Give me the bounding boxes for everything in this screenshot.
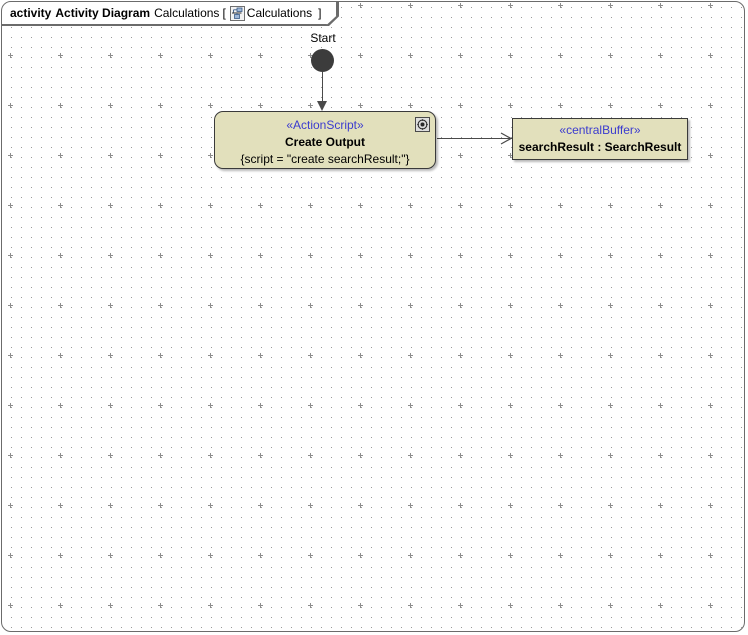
control-flow-arrowhead (317, 101, 327, 111)
buffer-node-stereotype: «centralBuffer» (559, 123, 641, 137)
action-node-create-output[interactable]: «ActionScript» Create Output {script = "… (214, 111, 436, 169)
frame-diagram-type: Activity Diagram (55, 6, 151, 20)
script-gear-icon[interactable] (415, 117, 430, 132)
frame-kind-label: activity (10, 6, 52, 20)
frame-close-bracket: ] (318, 6, 322, 20)
start-node-label: Start (310, 31, 336, 45)
frame-context-name: Calculations (246, 6, 313, 20)
diagram-frame-header[interactable]: activity Activity Diagram Calculations [… (2, 2, 337, 25)
action-node-script: {script = "create searchResult;"} (240, 152, 410, 166)
frame-diagram-name: Calculations (154, 6, 220, 20)
action-node-name: Create Output (284, 135, 365, 149)
initial-node[interactable] (311, 49, 334, 72)
central-buffer-node[interactable]: «centralBuffer» searchResult : SearchRes… (512, 118, 688, 160)
frame-open-bracket: [ (222, 6, 226, 20)
activity-diagram-icon (230, 6, 245, 21)
buffer-node-name: searchResult : SearchResult (518, 140, 682, 154)
action-node-stereotype: «ActionScript» (286, 118, 364, 132)
